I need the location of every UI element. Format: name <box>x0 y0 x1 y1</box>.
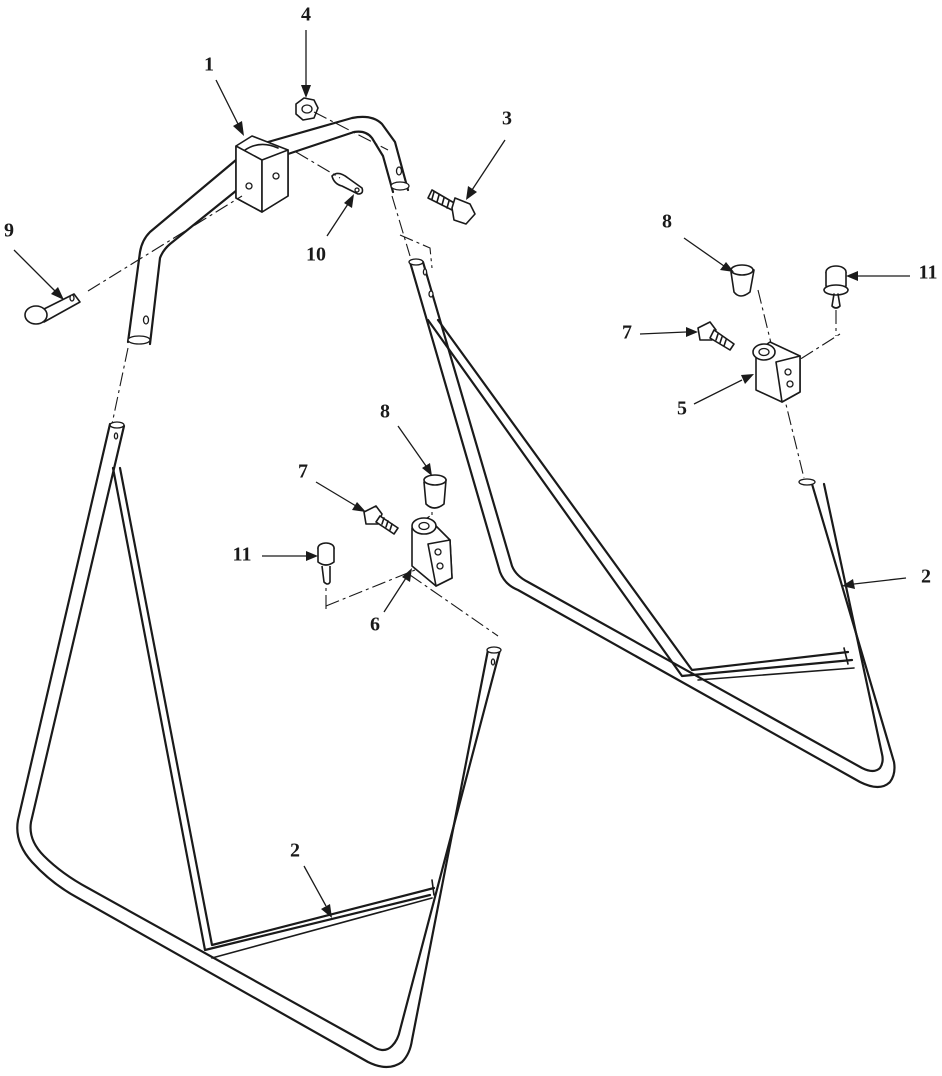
hinge-block-left <box>411 517 453 587</box>
callout-1: 1 <box>204 54 214 76</box>
callout-7-left: 7 <box>298 461 308 483</box>
tube-end-hole <box>390 181 410 191</box>
tube-cap-left <box>423 474 447 509</box>
callout-7-right: 7 <box>622 322 632 344</box>
callout-8-right: 8 <box>662 211 672 233</box>
hex-bolt <box>427 189 476 225</box>
callout-8-left: 8 <box>380 401 390 423</box>
callout-11-left: 11 <box>233 544 252 566</box>
callout-labels: 1 4 3 9 10 8 11 7 5 8 7 11 6 2 2 <box>4 4 937 862</box>
callout-2-left: 2 <box>290 840 300 862</box>
callout-3: 3 <box>502 108 512 130</box>
hinge-block-right <box>752 341 801 403</box>
clevis-bracket <box>235 135 289 213</box>
callout-6: 6 <box>370 614 380 636</box>
callout-11-right: 11 <box>919 262 938 284</box>
cap-screw-right <box>697 321 735 351</box>
callout-4: 4 <box>301 4 311 26</box>
tube-cap-right <box>730 264 755 297</box>
callout-9: 9 <box>4 220 14 242</box>
hairpin-clip <box>331 172 364 195</box>
callout-10: 10 <box>306 244 326 266</box>
lock-pin-left <box>317 542 335 585</box>
callout-5: 5 <box>677 398 687 420</box>
clevis-pin <box>24 293 81 325</box>
leader-lines <box>13 30 910 918</box>
hex-nut <box>295 97 319 121</box>
right-frame <box>408 258 896 789</box>
cap-screw-left <box>363 505 399 535</box>
left-frame <box>16 421 502 1069</box>
callout-2-right: 2 <box>921 566 931 588</box>
lock-pin-right <box>823 265 849 309</box>
